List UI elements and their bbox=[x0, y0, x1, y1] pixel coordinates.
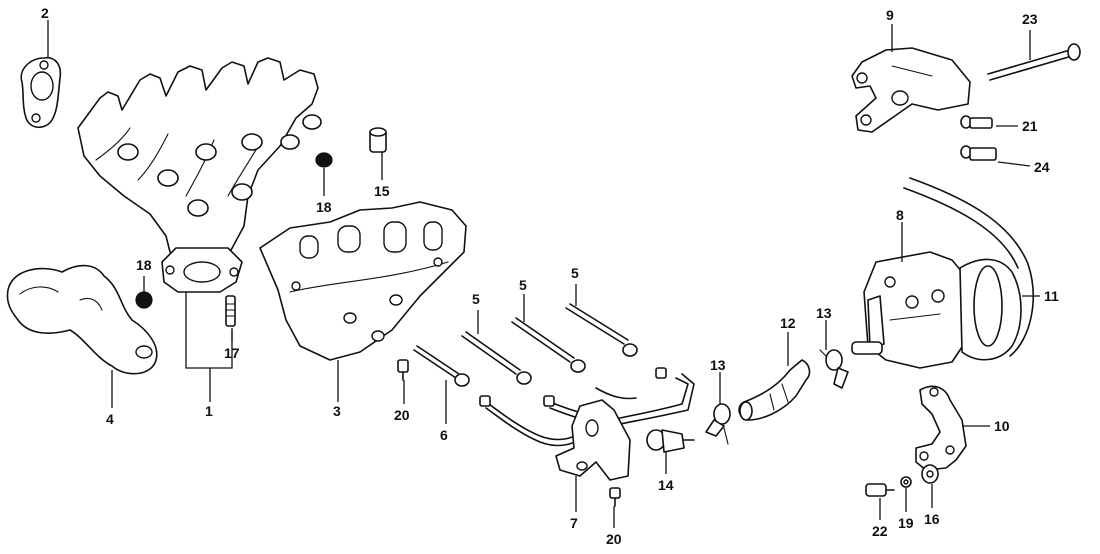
part-bolt-set bbox=[461, 303, 638, 385]
callout-3: 3 bbox=[333, 403, 341, 419]
part-bolt-lower bbox=[609, 487, 621, 507]
callout-2: 2 bbox=[41, 5, 49, 21]
part-clamp-left bbox=[705, 403, 731, 445]
part-bolt-22 bbox=[865, 483, 895, 497]
part-exhaust-manifold bbox=[77, 57, 322, 293]
callout-17: 17 bbox=[224, 345, 240, 361]
part-nut-lower bbox=[135, 291, 153, 309]
part-lower-shield bbox=[6, 264, 158, 375]
callout-4: 4 bbox=[106, 411, 114, 427]
part-vacuum-pump bbox=[851, 251, 1022, 369]
part-long-bolt bbox=[413, 345, 470, 387]
callout-6: 6 bbox=[440, 427, 448, 443]
callout-13-b: 13 bbox=[816, 305, 832, 321]
callout-24: 24 bbox=[1034, 159, 1050, 175]
part-bracket-upper bbox=[851, 47, 971, 133]
callout-19: 19 bbox=[898, 515, 914, 531]
part-hose bbox=[738, 359, 811, 421]
part-spacer bbox=[369, 127, 387, 153]
callout-14: 14 bbox=[658, 477, 674, 493]
callout-18-b: 18 bbox=[136, 257, 152, 273]
part-drive-belt bbox=[903, 177, 1034, 357]
callout-5-a: 5 bbox=[472, 291, 480, 307]
callout-20-b: 20 bbox=[606, 531, 622, 547]
part-bracket-lower bbox=[915, 385, 967, 471]
callout-8: 8 bbox=[896, 207, 904, 223]
callout-5-c: 5 bbox=[571, 265, 579, 281]
part-long-bolt-upper bbox=[987, 43, 1081, 81]
part-bolt-24 bbox=[960, 145, 997, 161]
part-clamp-right bbox=[819, 349, 849, 389]
callout-18-a: 18 bbox=[316, 199, 332, 215]
part-fitting bbox=[646, 429, 695, 453]
part-stud bbox=[225, 295, 236, 327]
callout-12: 12 bbox=[780, 315, 796, 331]
part-washer-16 bbox=[921, 464, 939, 484]
part-bolt-upper bbox=[397, 359, 409, 381]
part-nut-upper bbox=[315, 152, 333, 168]
part-upper-shield bbox=[259, 201, 467, 361]
callout-15: 15 bbox=[374, 183, 390, 199]
callout-1: 1 bbox=[205, 403, 213, 419]
callout-23: 23 bbox=[1022, 11, 1038, 27]
callout-22: 22 bbox=[872, 523, 888, 539]
callout-5-b: 5 bbox=[519, 277, 527, 293]
callout-10: 10 bbox=[994, 418, 1010, 434]
callout-16: 16 bbox=[924, 511, 940, 527]
part-gasket bbox=[20, 56, 62, 129]
callout-13-a: 13 bbox=[710, 357, 726, 373]
part-bolt-21 bbox=[960, 115, 993, 129]
callout-9: 9 bbox=[886, 7, 894, 23]
callout-11: 11 bbox=[1044, 288, 1059, 304]
part-pipe-assembly bbox=[479, 367, 695, 481]
callout-21: 21 bbox=[1022, 118, 1038, 134]
callout-7: 7 bbox=[570, 515, 578, 531]
part-washer-19 bbox=[900, 476, 912, 488]
leader-lines bbox=[47, 20, 1040, 528]
callout-labels: 2 1 3 4 5 5 5 6 7 8 9 10 11 12 13 13 14 … bbox=[41, 5, 1059, 547]
callout-20-a: 20 bbox=[394, 407, 410, 423]
